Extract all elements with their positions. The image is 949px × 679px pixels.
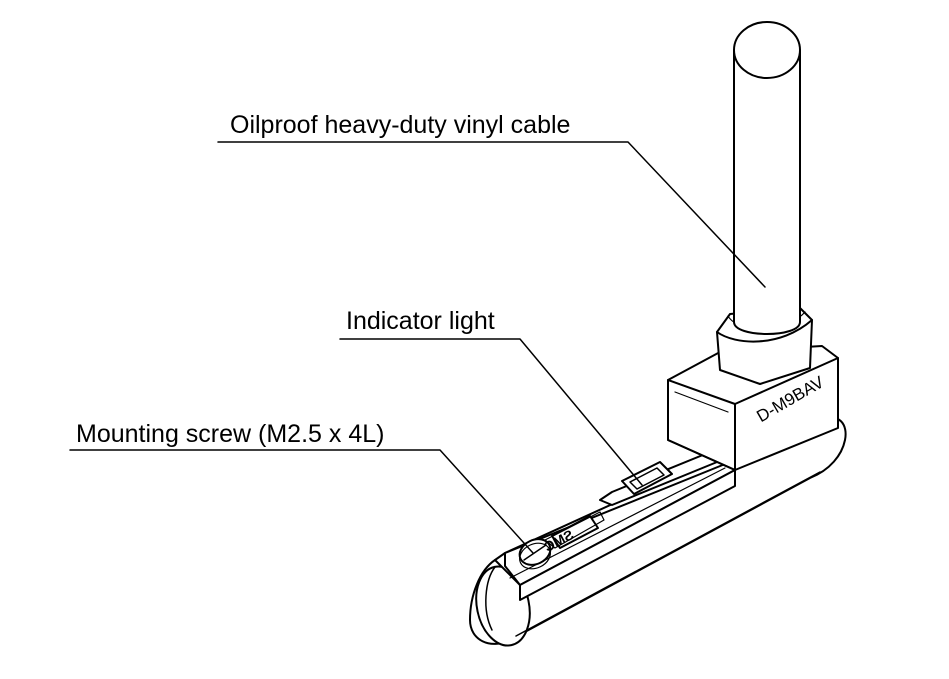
indicator-callout: Indicator light <box>346 307 495 335</box>
housing-block: D-M9BAV <box>667 345 839 471</box>
screw-leader <box>69 449 534 554</box>
cable-leader <box>217 141 766 288</box>
leader-lines <box>69 141 766 554</box>
cable-callout: Oilproof heavy-duty vinyl cable <box>230 111 571 139</box>
indicator-light <box>621 461 673 495</box>
vinyl-cable <box>733 21 801 335</box>
cylinder-rod <box>469 416 847 647</box>
screw-callout: Mounting screw (M2.5 x 4L) <box>76 420 385 448</box>
indicator-leader <box>339 338 643 486</box>
